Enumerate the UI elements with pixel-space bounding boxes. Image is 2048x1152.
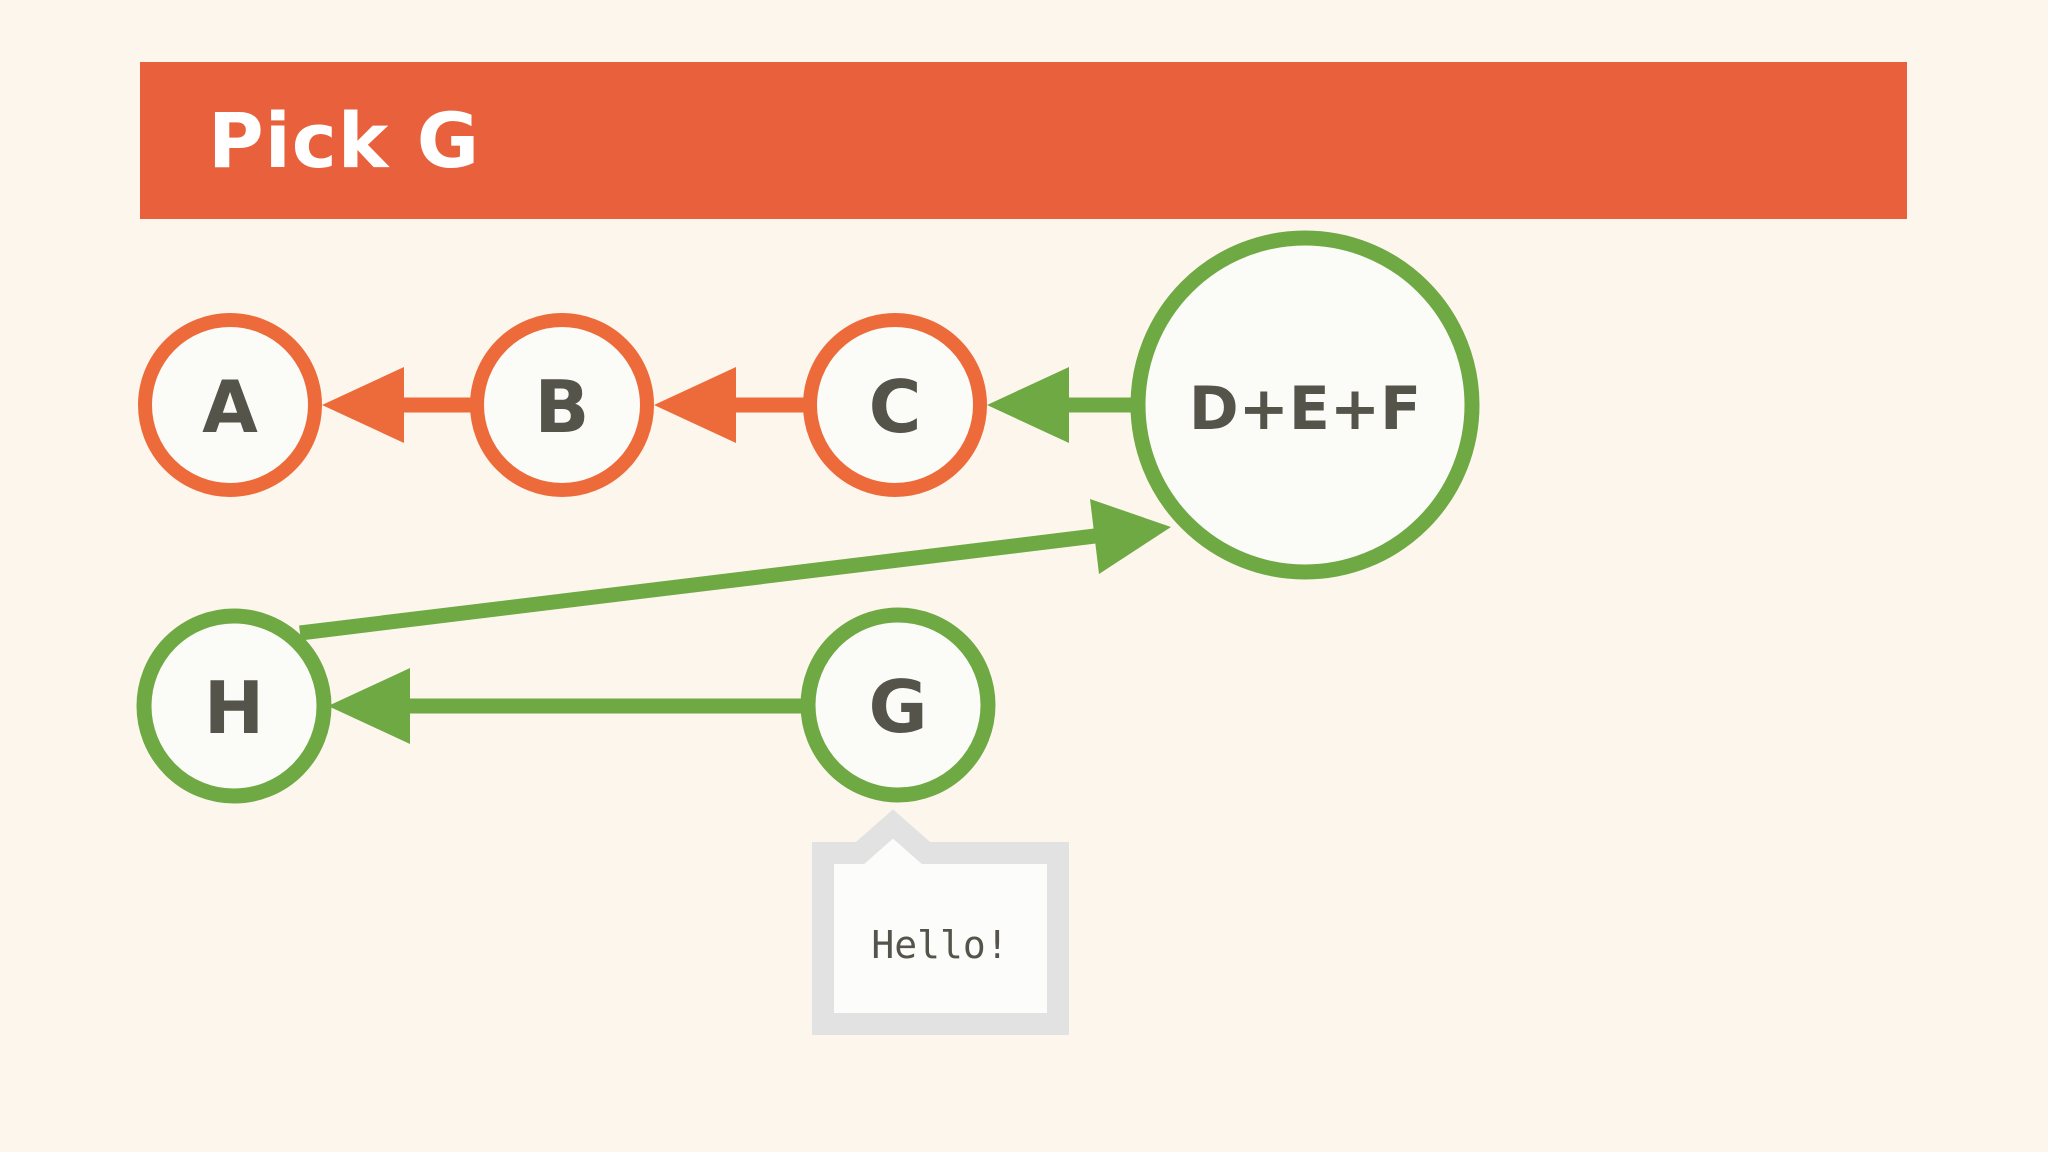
node-h-label: H: [204, 666, 264, 750]
node-a-label: A: [202, 365, 258, 449]
edge-def-to-c: [987, 367, 1143, 443]
page-title: Pick G: [208, 95, 481, 185]
node-b[interactable]: B: [470, 313, 654, 497]
node-c-label: C: [869, 365, 922, 449]
title-banner: Pick G: [140, 62, 1907, 219]
node-def-label: D+E+F: [1189, 374, 1421, 444]
edge-h-to-def: [299, 499, 1171, 641]
node-def[interactable]: D+E+F: [1130, 230, 1480, 580]
tooltip-text: Hello!: [871, 923, 1008, 967]
node-h[interactable]: H: [136, 608, 332, 804]
edge-g-to-h: [328, 668, 805, 744]
node-g[interactable]: G: [800, 607, 996, 803]
node-b-label: B: [535, 365, 590, 449]
node-c[interactable]: C: [803, 313, 987, 497]
tooltip-hello[interactable]: Hello!: [812, 809, 1069, 1035]
node-a[interactable]: A: [138, 313, 322, 497]
tooltip-bubble: [812, 809, 1069, 1035]
edge-group: [299, 367, 1171, 744]
node-g-label: G: [868, 665, 927, 749]
